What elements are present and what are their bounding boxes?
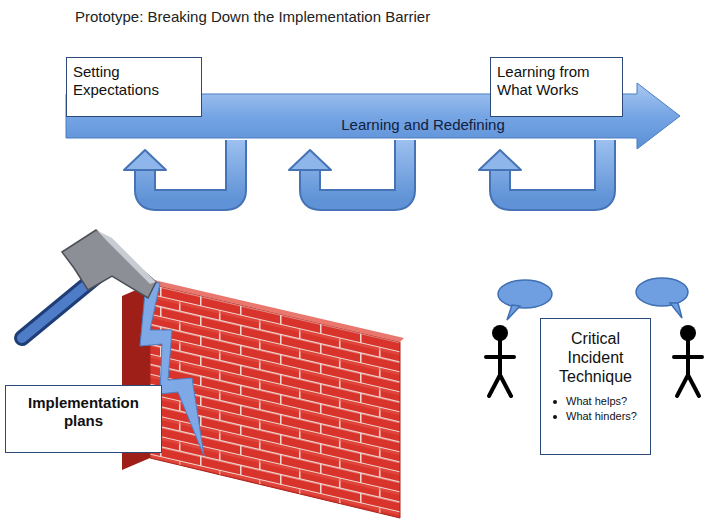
node-label: Learning and Redefining <box>341 116 504 134</box>
brick-wall <box>122 280 404 518</box>
speech-bubbles <box>498 278 688 320</box>
stage-box: Setting Expectations <box>66 57 202 117</box>
bullet-item: What hinders? <box>544 410 647 423</box>
stage-box: Learning from What Works <box>490 57 623 117</box>
bullet-dot <box>553 400 557 404</box>
node-label: Implementation plans <box>10 394 157 430</box>
bullet-text: What helps? <box>566 395 627 407</box>
bullet-item: What helps? <box>544 395 647 408</box>
node-label: Critical Incident Technique <box>544 329 647 387</box>
node-label: Learning from What Works <box>497 63 616 99</box>
loop-arrows <box>124 140 605 200</box>
node-label: Setting Expectations <box>73 63 195 99</box>
bullet-dot <box>553 415 557 419</box>
diagram-title: Prototype: Breaking Down the Implementat… <box>75 8 430 25</box>
technique-box: Critical Incident TechniqueWhat helps? Wh… <box>540 318 651 455</box>
plan-box: Implementation plans <box>5 385 162 453</box>
bullet-text: What hinders? <box>566 410 637 422</box>
stick-figures <box>486 325 702 396</box>
hammer <box>22 230 156 338</box>
